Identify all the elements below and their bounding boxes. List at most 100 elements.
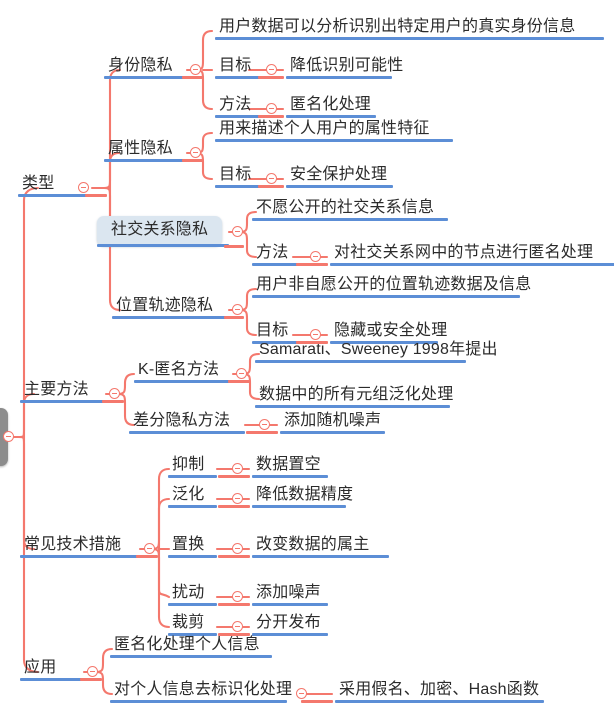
node-label: 对个人信息去标识化处理 xyxy=(114,681,293,698)
node-underline xyxy=(215,139,453,142)
toggle-main-methods-icon[interactable] xyxy=(109,388,120,399)
toggle-application-icon[interactable] xyxy=(87,666,98,677)
toggle-generalization-icon[interactable] xyxy=(232,493,243,504)
toggle-identity-privacy-icon[interactable] xyxy=(190,64,201,75)
toggle-differential-privacy-icon[interactable] xyxy=(259,419,270,430)
toggle-perturbation-icon[interactable] xyxy=(232,591,243,602)
node-identity-goal-value[interactable]: 降低识别可能性 xyxy=(286,54,403,79)
node-underline xyxy=(252,603,328,606)
toggle-location-goal-icon[interactable] xyxy=(310,329,321,340)
node-box: 用户非自愿公开的位置轨迹数据及信息 xyxy=(252,274,535,297)
node-identity-desc[interactable]: 用户数据可以分析识别出特定用户的真实身份信息 xyxy=(215,14,604,40)
toggle-k-anonymity-icon[interactable] xyxy=(236,368,247,379)
node-location-desc[interactable]: 用户非自愿公开的位置轨迹数据及信息 xyxy=(252,273,531,298)
node-generalization-value[interactable]: 降低数据精度 xyxy=(252,483,353,508)
node-underline xyxy=(255,360,466,363)
toggle-attribute-goal-icon[interactable] xyxy=(266,173,277,184)
node-label: 身份隐私 xyxy=(108,57,173,74)
node-underline xyxy=(104,159,187,162)
node-app-anonymization[interactable]: 匿名化处理个人信息 xyxy=(110,633,272,658)
node-perturbation-value[interactable]: 添加噪声 xyxy=(252,581,328,606)
node-social-desc[interactable]: 不愿公开的社交关系信息 xyxy=(252,196,448,221)
node-differential-privacy-value[interactable]: 添加随机噪声 xyxy=(280,409,385,434)
node-k-anonymity-origin[interactable]: Samarati、Sweeney 1998年提出 xyxy=(255,338,497,363)
node-attribute-goal[interactable]: 目标 xyxy=(215,163,263,188)
node-social-method[interactable]: 方法 xyxy=(252,241,300,266)
underline-joint xyxy=(258,185,284,188)
node-type[interactable]: 类型 xyxy=(18,172,92,197)
toggle-identity-goal-icon[interactable] xyxy=(266,64,277,75)
node-attribute-desc[interactable]: 用来描述个人用户的属性特征 xyxy=(215,117,453,142)
node-label: 目标 xyxy=(219,57,252,74)
toggle-common-techniques-icon[interactable] xyxy=(144,543,155,554)
node-main-methods[interactable]: 主要方法 xyxy=(20,378,106,403)
node-underline xyxy=(168,505,217,508)
node-label: 社交关系隐私 xyxy=(111,221,209,238)
toggle-permutation-icon[interactable] xyxy=(232,543,243,554)
node-cropping[interactable]: 裁剪 xyxy=(168,611,217,636)
toggle-suppression-icon[interactable] xyxy=(232,463,243,474)
node-underline xyxy=(252,633,328,636)
node-box: 数据置空 xyxy=(252,454,325,477)
node-box: 不愿公开的社交关系信息 xyxy=(252,197,438,220)
node-application[interactable]: 应用 xyxy=(20,656,84,681)
node-box: K-匿名方法 xyxy=(134,359,223,382)
node-cropping-value[interactable]: 分开发布 xyxy=(252,611,328,636)
node-location-goal[interactable]: 目标 xyxy=(252,319,300,344)
toggle-app-deidentification-icon[interactable] xyxy=(296,688,307,699)
node-label: 应用 xyxy=(24,659,57,676)
node-k-anonymity[interactable]: K-匿名方法 xyxy=(134,358,233,383)
node-permutation[interactable]: 置换 xyxy=(168,533,217,558)
node-box: 添加噪声 xyxy=(252,582,325,605)
node-identity-method-value[interactable]: 匿名化处理 xyxy=(286,93,376,118)
toggle-location-privacy-icon[interactable] xyxy=(232,304,243,315)
node-label: 添加随机噪声 xyxy=(284,412,382,429)
node-social-method-value[interactable]: 对社交关系网中的节点进行匿名处理 xyxy=(330,241,614,266)
toggle-identity-method-icon[interactable] xyxy=(266,103,277,114)
node-label: 隐藏或安全处理 xyxy=(334,322,448,339)
node-social-privacy[interactable]: 社交关系隐私 xyxy=(97,213,229,249)
underline-joint xyxy=(85,194,107,197)
underline-joint xyxy=(80,678,102,681)
root-toggle-icon[interactable] xyxy=(3,431,14,442)
node-label: 采用假名、加密、Hash函数 xyxy=(339,681,540,698)
node-box: 对个人信息去标识化处理 xyxy=(110,679,296,702)
node-box: 主要方法 xyxy=(20,379,93,402)
node-common-techniques[interactable]: 常见技术措施 xyxy=(20,533,140,558)
underline-joint xyxy=(182,159,204,162)
node-k-anonymity-desc[interactable]: 数据中的所有元组泛化处理 xyxy=(255,383,453,408)
toggle-attribute-privacy-icon[interactable] xyxy=(190,147,201,158)
node-app-deidentification-value[interactable]: 采用假名、加密、Hash函数 xyxy=(335,678,544,703)
node-attribute-goal-value[interactable]: 安全保护处理 xyxy=(286,163,393,188)
node-label: 目标 xyxy=(256,322,289,339)
node-label: 对社交关系网中的节点进行匿名处理 xyxy=(334,244,594,261)
toggle-cropping-icon[interactable] xyxy=(232,621,243,632)
node-generalization[interactable]: 泛化 xyxy=(168,483,217,508)
node-permutation-value[interactable]: 改变数据的属主 xyxy=(252,533,389,558)
node-identity-privacy[interactable]: 身份隐私 xyxy=(104,54,187,79)
node-label: Samarati、Sweeney 1998年提出 xyxy=(259,341,498,358)
node-underline xyxy=(252,505,346,508)
node-label: 安全保护处理 xyxy=(290,166,388,183)
node-differential-privacy[interactable]: 差分隐私方法 xyxy=(129,409,245,434)
node-box: 用来描述个人用户的属性特征 xyxy=(215,118,434,141)
node-app-deidentification[interactable]: 对个人信息去标识化处理 xyxy=(110,678,292,703)
toggle-social-privacy-icon[interactable] xyxy=(232,226,243,237)
node-location-privacy[interactable]: 位置轨迹隐私 xyxy=(112,294,229,319)
node-box: 目标 xyxy=(252,320,292,343)
node-identity-method[interactable]: 方法 xyxy=(215,93,263,118)
node-perturbation[interactable]: 扰动 xyxy=(168,581,217,606)
node-box: 分开发布 xyxy=(252,612,325,635)
node-location-goal-value[interactable]: 隐藏或安全处理 xyxy=(330,319,447,344)
node-underline xyxy=(286,76,392,79)
toggle-social-method-icon[interactable] xyxy=(310,251,321,262)
toggle-type-icon[interactable] xyxy=(78,182,89,193)
node-suppression[interactable]: 抑制 xyxy=(168,453,217,478)
node-attribute-privacy[interactable]: 属性隐私 xyxy=(104,137,187,162)
node-underline xyxy=(286,115,376,118)
node-identity-goal[interactable]: 目标 xyxy=(215,54,263,79)
underline-joint xyxy=(218,505,250,508)
node-suppression-value[interactable]: 数据置空 xyxy=(252,453,328,478)
node-label: 用户非自愿公开的位置轨迹数据及信息 xyxy=(256,276,532,293)
node-label: 抑制 xyxy=(172,456,205,473)
